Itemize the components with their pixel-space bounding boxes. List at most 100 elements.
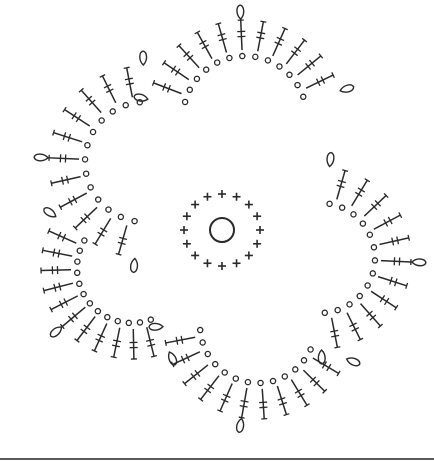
chain-dot [87,184,94,191]
chain-dot [369,270,377,277]
chain-dot [136,98,144,106]
treble-stitch [161,59,190,81]
chain-dot [181,98,189,106]
single-crochet-mark [180,226,188,234]
single-crochet-mark [253,212,262,221]
treble-stitch [380,257,412,266]
treble-stitch [256,20,267,52]
chain-dot [307,346,314,353]
chain-dot [300,93,307,101]
chain-dot [226,54,233,62]
single-crochet-mark [232,259,241,268]
scallop-left [33,50,148,274]
treble-stitch [72,206,98,231]
single-crochet-mark [203,259,212,268]
picot-mark [49,326,63,338]
chain-dot [94,307,102,315]
treble-stitch [238,387,249,419]
single-crochet-mark [218,262,226,270]
chain-dot [114,317,122,325]
picot-mark [33,153,50,162]
picot-mark [236,4,245,21]
chain-dot [199,339,206,346]
chain-dot [232,375,240,382]
treble-stitch [78,87,102,114]
chain-dot [281,373,289,380]
chain-dot [89,128,97,136]
chain-dot [326,200,333,208]
picot-mark [235,417,245,434]
chain-dot [286,71,293,79]
treble-stitch [302,369,328,394]
single-crochet-mark [218,190,226,198]
single-crochet-mark [182,212,191,221]
treble-stitch [379,234,411,246]
bottom-divider [0,458,434,460]
treble-stitch [58,192,88,211]
treble-stitch [50,175,81,187]
treble-stitch [49,295,79,313]
scallop-bottom [148,322,361,434]
chain-dot [193,75,201,83]
treble-stitch [359,303,384,329]
chain-dot [366,231,374,239]
treble-stitch [91,323,108,353]
treble-stitch [259,388,268,420]
picot-mark [345,357,361,367]
chain-dot [196,326,204,334]
chain-dot [202,66,210,73]
picot-mark [167,351,178,366]
chain-dot [359,220,367,227]
chain-dot [321,309,329,317]
chain-dot [122,101,129,109]
chain-dot [364,282,371,289]
picot-mark [129,257,139,274]
chain-dot [105,206,112,213]
chain-dot [264,57,272,64]
chain-dot [294,81,301,89]
chain-dot [356,292,363,300]
single-crochet-mark [232,192,241,201]
single-crochet-mark [256,226,264,234]
treble-stitch [164,335,196,347]
chain-dot [371,257,379,264]
treble-stitch [194,30,213,59]
chain-dot [98,117,105,124]
single-crochet-mark [253,239,262,248]
treble-stitch [40,266,72,275]
chain-dot [84,141,91,149]
chain-dot [186,86,194,94]
treble-stitch [92,218,112,247]
chain-dot [334,306,341,314]
chain-dot [370,244,378,251]
treble-stitch [297,53,324,76]
scallop-top [133,4,355,106]
center-motif [180,190,264,270]
treble-stitch [47,227,77,244]
treble-stitch [41,247,73,258]
treble-stitch [330,317,341,349]
treble-stitch [272,26,289,57]
treble-stitch [52,129,83,143]
treble-stitch [363,192,389,217]
chain-dot [76,280,83,288]
single-crochet-mark [182,239,191,248]
treble-stitch [336,169,349,200]
chain-dot [252,53,259,61]
chain-dot [109,108,117,115]
treble-stitch [145,327,158,358]
picot-mark [139,50,148,67]
treble-stitch [197,375,220,402]
treble-stitch [123,66,134,98]
treble-stitch [217,383,233,413]
treble-stitch [62,106,91,127]
chain-dot [292,366,299,373]
center-ring [209,217,235,243]
treble-stitch [305,72,335,89]
picot-mark [43,207,57,218]
chain-dot [346,301,353,308]
chain-dot [211,360,219,368]
treble-stitch [59,306,86,330]
treble-stitch [151,79,182,95]
treble-stitch [74,316,96,343]
